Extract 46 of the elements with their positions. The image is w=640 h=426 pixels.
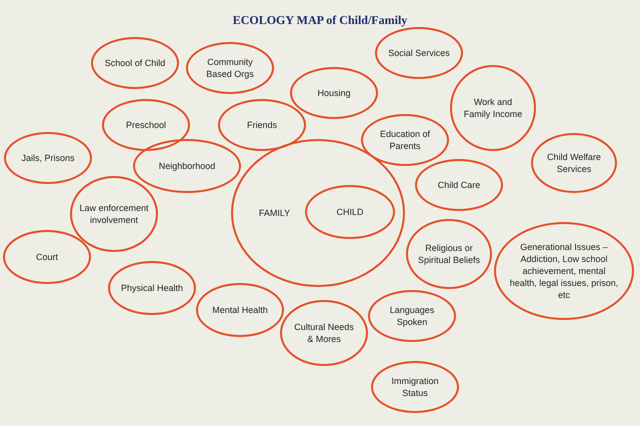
node-label: Languages Spoken (388, 304, 436, 328)
ellipse-node (196, 283, 284, 337)
ellipse-node (133, 139, 241, 193)
ellipse-node (371, 361, 459, 413)
ellipse-node (361, 114, 449, 166)
ellipse-node (494, 222, 634, 320)
node-label: Housing (316, 87, 352, 99)
ellipse-node (531, 133, 617, 193)
node-label: Friends (246, 119, 278, 131)
node-label: FAMILY (258, 207, 292, 219)
node-label: Community Based Orgs (205, 56, 255, 80)
ellipse-node (102, 99, 190, 151)
node-label: Mental Health (211, 304, 269, 316)
node-label: Court (34, 251, 59, 263)
node-label: Cultural Needs & Mores (293, 321, 355, 345)
node-label: Jails, Prisons (20, 152, 76, 164)
node-label: Child Care (436, 179, 482, 191)
ellipse-node (305, 185, 395, 239)
diagram-title: ECOLOGY MAP of Child/Family (232, 13, 408, 28)
ellipse-node (4, 132, 92, 184)
node-label: Religious or Spiritual Beliefs (417, 242, 481, 266)
node-label: Law enforcement involvement (78, 202, 150, 226)
ellipse-node (186, 42, 274, 94)
ellipse-node (3, 230, 91, 284)
ellipse-node (108, 261, 196, 315)
ellipse-node (280, 300, 368, 366)
node-label: School of Child (104, 57, 166, 69)
ellipse-node (450, 65, 536, 151)
ellipse-node (415, 159, 503, 211)
node-label: Generational Issues – Addiction, Low school achievement, mental health, legal issues, prison, etc (508, 241, 620, 301)
ellipse-node (70, 176, 158, 252)
ellipse-node (406, 219, 492, 289)
node-label: CHILD (335, 206, 364, 218)
node-label: Preschool (124, 119, 168, 131)
ellipse-node (290, 67, 378, 119)
ellipse-node (91, 37, 179, 89)
ellipse-node (368, 290, 456, 342)
node-label: Neighborhood (158, 160, 216, 172)
node-label: Immigration Status (390, 375, 440, 399)
node-label: Social Services (387, 47, 451, 59)
node-label: Work and Family Income (463, 96, 523, 120)
ellipse-node (375, 27, 463, 79)
node-label: Physical Health (120, 282, 184, 294)
ellipse-node (218, 99, 306, 151)
node-label: Education of Parents (378, 128, 432, 152)
node-label: Child Welfare Services (546, 151, 602, 175)
